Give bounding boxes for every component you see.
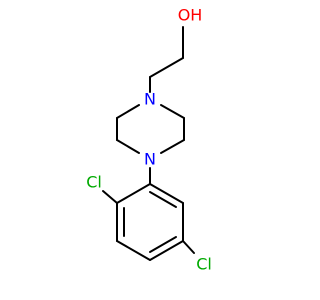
bond-n4-c5 — [116, 139, 140, 154]
bond-a5-cl2 — [182, 240, 195, 254]
atom-label-nitrogen-1: N — [144, 90, 156, 109]
molecule-structure: OH N N Cl Cl — [86, 6, 212, 274]
bond-ring-a4-a5-inner — [149, 236, 177, 253]
bond-ring-a3-a4 — [116, 240, 151, 261]
bond-ring-a4-a5 — [149, 240, 184, 261]
bond-ring-a6-a1-inner — [149, 191, 177, 208]
bond-c6-n1 — [116, 104, 140, 119]
bond-a2-cl1 — [102, 190, 118, 204]
bond-c-c — [149, 57, 184, 78]
atom-label-hydroxyl: OH — [178, 6, 203, 25]
bond-n1-c2 — [160, 104, 185, 119]
bond-ring-a6-a1 — [149, 183, 184, 204]
bond-c3-n4 — [160, 139, 185, 154]
atom-label-chlorine-2: Cl — [196, 255, 212, 274]
bond-ring-a1-a2 — [116, 183, 151, 204]
atom-label-nitrogen-4: N — [144, 150, 156, 169]
atom-label-chlorine-1: Cl — [86, 173, 102, 192]
